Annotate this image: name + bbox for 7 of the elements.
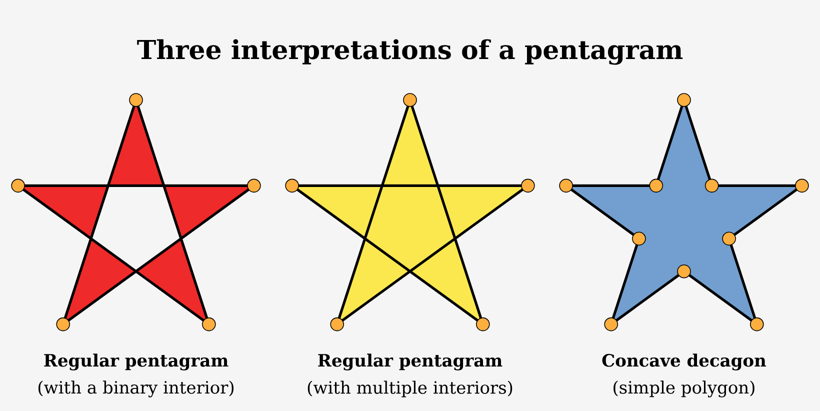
caption-heading: Regular pentagram <box>318 354 502 370</box>
title: Three interpretations of a pentagram <box>137 39 683 65</box>
caption-subtitle: (simple polygon) <box>614 380 754 398</box>
caption-heading: Regular pentagram <box>44 354 228 370</box>
caption-subtitle: (with a binary interior) <box>38 380 234 398</box>
caption-subtitle: (with multiple interiors) <box>308 380 512 398</box>
caption-heading: Concave decagon <box>602 354 766 370</box>
